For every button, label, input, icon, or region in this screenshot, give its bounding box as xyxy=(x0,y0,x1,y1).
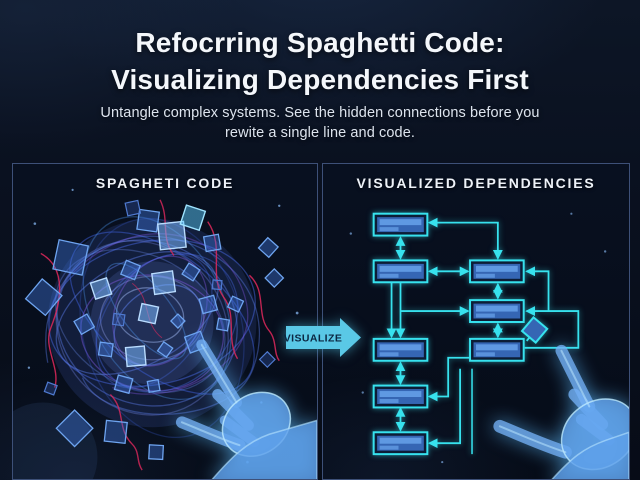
subtitle-line-2: rewite a single line and code. xyxy=(224,125,415,141)
arrow-right-icon xyxy=(286,318,361,357)
visualize-label: VISUALIZE xyxy=(284,333,342,345)
visualized-dependencies-panel: VISUALIZED DEPENDENCIES xyxy=(322,163,630,480)
subtitle-line-1: Untangle complex systems. See the hidden… xyxy=(100,105,540,121)
hand-illustration-left xyxy=(175,339,317,479)
flow-node xyxy=(469,299,525,323)
flowchart-connectors xyxy=(386,217,580,455)
title-line-1: Refocrring Spaghetti Code: xyxy=(135,27,505,58)
flowchart-graph xyxy=(372,212,580,456)
visualize-arrow: VISUALIZE xyxy=(284,318,361,357)
flow-node xyxy=(372,384,429,409)
title-line-2: Visualizing Dependencies First xyxy=(111,64,529,95)
dependency-flowchart xyxy=(349,212,629,479)
right-panel-title: VISUALIZED DEPENDENCIES xyxy=(356,175,596,191)
diamond-node xyxy=(520,315,549,344)
flow-node xyxy=(372,431,429,456)
hand-illustration-right xyxy=(493,344,629,479)
flow-node xyxy=(372,259,429,284)
flow-node xyxy=(372,212,429,237)
left-panel-title: SPAGHETI CODE xyxy=(95,175,235,191)
flow-node xyxy=(469,337,525,362)
flow-node xyxy=(372,337,429,362)
code-block-squares xyxy=(24,199,285,461)
page-subtitle: Untangle complex systems. See the hidden… xyxy=(0,103,640,143)
dust-specks-right xyxy=(349,212,607,464)
spaghetti-art xyxy=(13,188,317,479)
page-title: Refocrring Spaghetti Code: Visualizing D… xyxy=(0,24,640,98)
flow-node xyxy=(469,259,525,284)
tangle-red-threads xyxy=(40,199,280,471)
spaghetti-code-panel: SPAGHETI CODE xyxy=(12,163,318,480)
